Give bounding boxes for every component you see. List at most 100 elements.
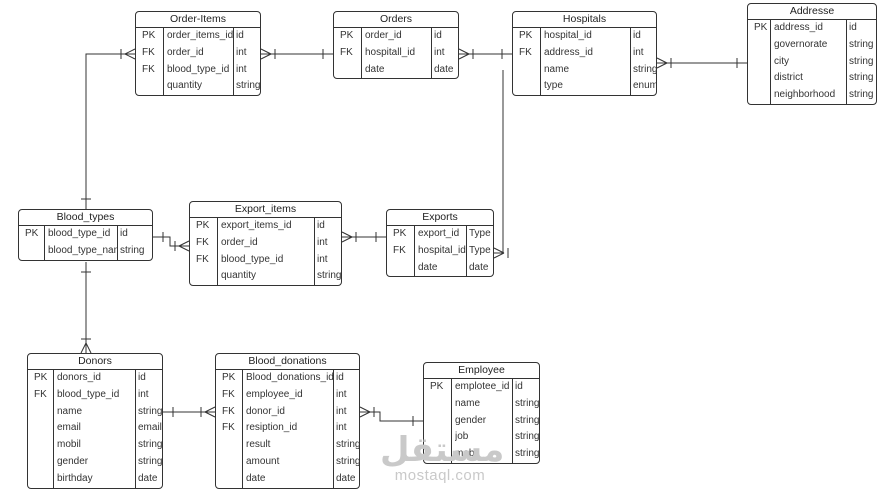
attribute-type: int bbox=[236, 46, 247, 58]
attribute-name: hospital_id bbox=[418, 244, 466, 256]
attribute-name: district bbox=[774, 72, 803, 84]
attribute-type: string bbox=[849, 55, 874, 67]
column-divider bbox=[630, 28, 631, 96]
key-marker: FK bbox=[196, 236, 209, 248]
crows-foot-many bbox=[341, 231, 353, 243]
attribute-name: blood_type_id bbox=[221, 253, 284, 265]
attribute-name: blood_type_id bbox=[167, 63, 230, 75]
entity-title: Donors bbox=[28, 354, 162, 370]
attribute-type: date bbox=[336, 472, 356, 484]
key-marker: PK bbox=[222, 372, 236, 383]
attribute-name: blood_type_id bbox=[57, 388, 120, 400]
key-marker: FK bbox=[222, 405, 235, 417]
attribute-type: int bbox=[336, 422, 347, 434]
attribute-name: donor_id bbox=[246, 405, 285, 417]
attribute-name: emplotee_id bbox=[455, 381, 510, 392]
attribute-type: id bbox=[317, 220, 325, 231]
attribute-name: email bbox=[57, 422, 81, 434]
entity-title: Exports bbox=[387, 210, 493, 226]
entity-title: Orders bbox=[334, 12, 458, 28]
attribute-name: mobil bbox=[57, 439, 81, 451]
key-marker: PK bbox=[393, 228, 407, 239]
column-divider bbox=[135, 370, 136, 488]
attribute-row: city string bbox=[748, 54, 876, 71]
key-marker: PK bbox=[754, 22, 768, 33]
attribute-name: address_id bbox=[544, 46, 593, 58]
attribute-type: string bbox=[515, 431, 540, 443]
entity-title: Addresse bbox=[748, 4, 876, 20]
attribute-type: enum bbox=[633, 80, 657, 92]
attribute-row: date date bbox=[334, 62, 458, 79]
attribute-name: quantity bbox=[167, 80, 203, 92]
crows-foot-many bbox=[656, 57, 668, 69]
entity-title: Blood_types bbox=[19, 210, 152, 226]
attribute-type: int bbox=[236, 63, 247, 75]
attribute-name: name bbox=[57, 405, 83, 417]
column-divider bbox=[540, 28, 541, 96]
attribute-type: id bbox=[236, 30, 244, 41]
attribute-name: name bbox=[544, 63, 570, 75]
attribute-name: city bbox=[774, 55, 789, 67]
attribute-row: neighborhood string bbox=[748, 87, 876, 104]
attribute-name: date bbox=[365, 63, 385, 75]
column-divider bbox=[333, 370, 334, 488]
column-divider bbox=[163, 28, 164, 96]
attribute-type: Type bbox=[469, 228, 491, 239]
attribute-type: string bbox=[849, 89, 874, 101]
column-divider bbox=[770, 20, 771, 104]
attribute-name: employee_id bbox=[246, 388, 303, 400]
attribute-name: governorate bbox=[774, 38, 828, 50]
attribute-type: id bbox=[849, 22, 857, 33]
attribute-name: blood_type_name bbox=[48, 244, 117, 256]
attribute-type: int bbox=[633, 46, 644, 58]
attribute-name: order_id bbox=[167, 46, 204, 58]
column-divider bbox=[53, 370, 54, 488]
attribute-name: neighborhood bbox=[774, 89, 836, 101]
column-divider bbox=[846, 20, 847, 104]
crows-foot-many bbox=[458, 48, 470, 60]
attribute-name: hospitall_id bbox=[365, 46, 416, 58]
attribute-type: int bbox=[317, 236, 328, 248]
column-divider bbox=[512, 379, 513, 463]
attribute-type: id bbox=[434, 30, 442, 41]
attribute-name: blood_type_id bbox=[48, 228, 111, 239]
column-divider bbox=[242, 370, 243, 488]
crows-foot-many bbox=[359, 406, 371, 418]
key-marker: FK bbox=[222, 388, 235, 400]
attribute-type: date bbox=[434, 63, 454, 75]
attribute-type: date bbox=[138, 472, 158, 484]
attribute-name: birthday bbox=[57, 472, 93, 484]
key-marker: PK bbox=[430, 381, 444, 392]
attribute-type: string bbox=[317, 270, 342, 282]
attribute-type: Type bbox=[469, 244, 491, 256]
key-marker: FK bbox=[196, 253, 209, 265]
attribute-type: int bbox=[434, 46, 445, 58]
rel-orderitems-bloodtypes bbox=[85, 53, 135, 209]
